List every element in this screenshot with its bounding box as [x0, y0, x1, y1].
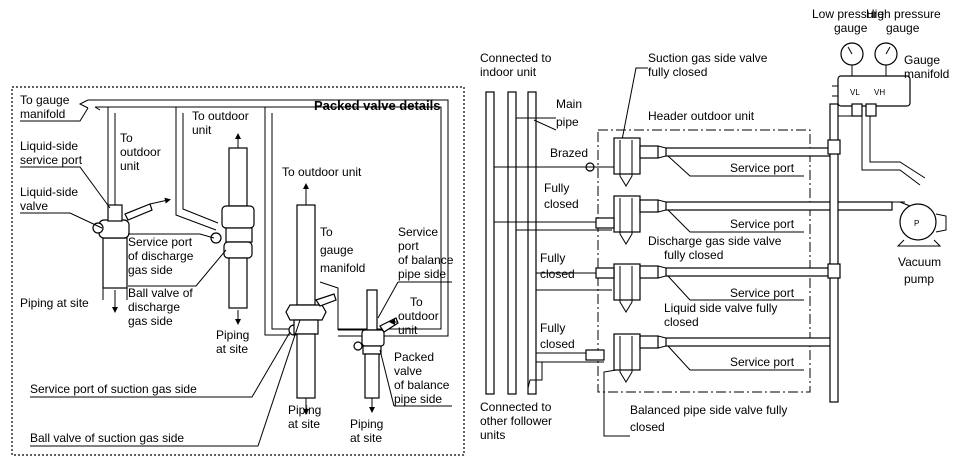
packed-valve-balance-1: Packed: [394, 350, 434, 364]
vacuum-pump-1: Vacuum: [898, 255, 941, 269]
vh-label: VH: [874, 88, 885, 97]
liquid-valve-1: Liquid side valve fully: [664, 301, 777, 315]
balanced-valve-2: closed: [630, 420, 665, 434]
liquid-valve-label-2: valve: [20, 199, 48, 213]
suction-valve-2: fully closed: [648, 65, 707, 79]
to-outdoor-unit-b-1: To outdoor: [192, 109, 249, 123]
main-pipes: [485, 91, 537, 395]
to-outdoor-unit-c: To outdoor unit: [282, 165, 362, 179]
service-port-3: Service port: [730, 286, 795, 300]
main-pipe-2: pipe: [556, 115, 579, 129]
service-port-1: Service port: [730, 161, 795, 175]
liquid-service-port-label-2: service port: [20, 153, 83, 167]
packed-valve-balance-4: pipe side: [394, 392, 442, 406]
liquid-side-valve: [92, 197, 171, 300]
service-port-balance-3: of balance: [398, 253, 454, 267]
high-pressure-2: gauge: [886, 21, 920, 35]
to-outdoor-unit-d-3: unit: [398, 323, 418, 337]
piping-at-site-a: Piping at site: [20, 296, 89, 310]
liquid-hose: [107, 107, 116, 210]
fully-closed-2b: closed: [540, 267, 575, 281]
brazed-label: Brazed: [550, 146, 588, 160]
discharge-valve-1: Discharge gas side valve: [648, 234, 782, 248]
valve-block-discharge: [595, 195, 893, 245]
gauge-hose-outer: [88, 99, 449, 337]
discharge-gas-valve: [210, 133, 255, 325]
connected-indoor-1: Connected to: [480, 51, 552, 65]
ball-valve-suction-label: Ball valve of suction gas side: [30, 431, 184, 445]
connected-follower-1: Connected to: [480, 400, 552, 414]
to-gauge-manifold-c-2: gauge: [320, 243, 354, 257]
liquid-valve-label-1: Liquid-side: [20, 185, 78, 199]
valve-block-balance: [585, 333, 837, 383]
to-outdoor-unit-d-1: To: [410, 295, 423, 309]
service-port-balance-4: pipe side: [398, 267, 446, 281]
suction-gas-valve: [285, 183, 337, 415]
liquid-valve-2: closed: [664, 315, 699, 329]
to-outdoor-unit-d-2: outdoor: [398, 309, 439, 323]
vacuum-pump: P: [896, 201, 947, 247]
to-gauge-manifold-label-1: To gauge: [20, 93, 70, 107]
ball-valve-discharge-3: gas side: [128, 314, 173, 328]
to-outdoor-unit-a-2: outdoor: [120, 145, 161, 159]
ball-valve-discharge-2: discharge: [128, 300, 180, 314]
connected-follower-2: other follower: [480, 414, 552, 428]
fully-closed-2a: Fully: [540, 251, 565, 265]
service-port-discharge-2: of discharge: [128, 249, 194, 263]
piping-at-site-d-1: Piping: [350, 417, 383, 431]
vacuum-pump-2: pump: [904, 272, 934, 286]
connected-follower-3: units: [480, 428, 505, 442]
gauge-manifold-2: manifold: [904, 67, 949, 81]
piping-at-site-b-2: at site: [216, 342, 248, 356]
valve-block-liquid: [595, 263, 837, 313]
service-port-balance-1: Service: [398, 225, 438, 239]
service-port-2: Service port: [730, 217, 795, 231]
to-gauge-manifold-label-2: manifold: [20, 107, 65, 121]
piping-at-site-c-2: at site: [288, 417, 320, 431]
fully-closed-3b: closed: [540, 337, 575, 351]
packed-valve-details-frame: [11, 86, 465, 456]
fully-closed-3a: Fully: [540, 321, 565, 335]
packed-valve-balance-3: of balance: [394, 378, 450, 392]
main-pipe-1: Main: [556, 97, 582, 111]
service-port-4: Service port: [730, 355, 795, 369]
connected-indoor-2: indoor unit: [480, 65, 537, 79]
pump-hose: [861, 116, 926, 186]
gauge-manifold-1: Gauge: [904, 53, 940, 67]
to-outdoor-unit-b-2: unit: [192, 123, 212, 137]
low-pressure-2: gauge: [834, 21, 868, 35]
valve-block-suction: [613, 137, 837, 187]
to-outdoor-unit-a-1: To: [120, 131, 133, 145]
high-pressure-1: High pressure: [866, 7, 941, 21]
to-outdoor-unit-a-3: unit: [120, 159, 140, 173]
piping-at-site-b-1: Piping: [216, 328, 249, 342]
low-pressure-1: Low pressure: [812, 7, 884, 21]
balance-pipe-valve: [338, 289, 399, 413]
pump-p-label: P: [914, 219, 919, 228]
to-gauge-manifold-c-1: To: [320, 225, 333, 239]
ball-valve-discharge-1: Ball valve of: [128, 286, 193, 300]
liquid-service-port-label-1: Liquid-side: [20, 139, 78, 153]
manifold-hose-left: [829, 103, 839, 403]
header-outdoor-unit-frame: [597, 129, 811, 393]
suction-valve-1: Suction gas side valve: [648, 51, 768, 65]
packed-valve-details-title: Packed valve details: [314, 98, 440, 113]
to-gauge-manifold-c-3: manifold: [320, 261, 365, 275]
service-port-discharge-3: gas side: [128, 263, 173, 277]
service-port-suction-label: Service port of suction gas side: [30, 382, 197, 396]
vl-label: VL: [850, 88, 860, 97]
service-port-balance-2: port: [398, 239, 419, 253]
discharge-valve-2: fully closed: [664, 248, 723, 262]
fully-closed-1b: closed: [544, 197, 579, 211]
header-outdoor-unit: Header outdoor unit: [648, 109, 755, 123]
gauge-manifold: VL VH: [832, 42, 911, 117]
packed-valve-balance-2: valve: [394, 364, 422, 378]
service-port-discharge-1: Service port: [128, 235, 193, 249]
balanced-valve-1: Balanced pipe side valve fully: [630, 403, 787, 417]
piping-at-site-c-1: Piping: [288, 403, 321, 417]
fully-closed-1a: Fully: [544, 181, 569, 195]
piping-at-site-d-2: at site: [350, 431, 382, 445]
